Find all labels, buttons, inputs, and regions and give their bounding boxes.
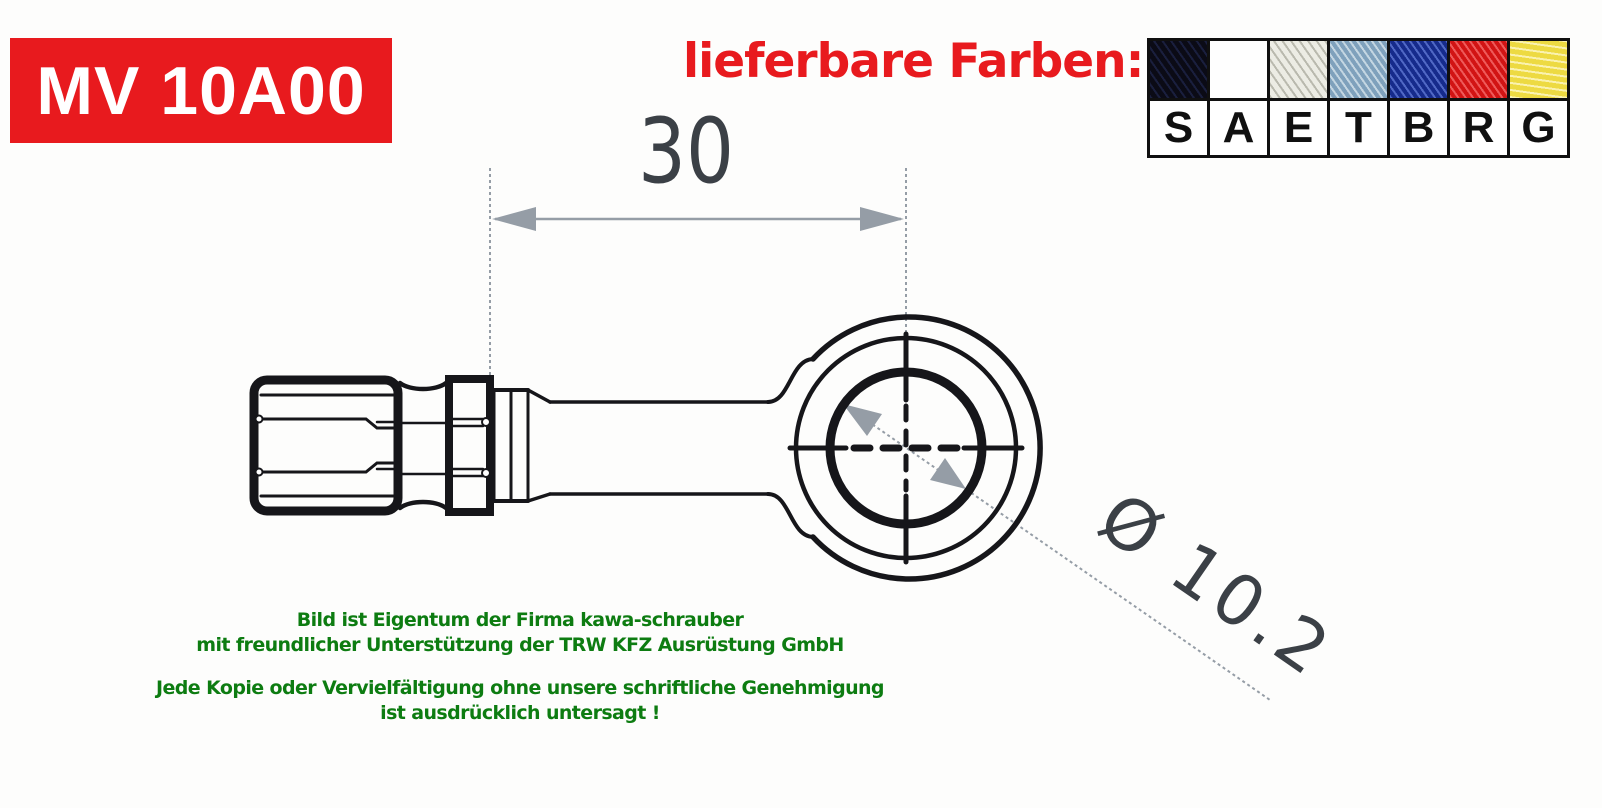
fitting-neck — [548, 357, 815, 539]
diameter-arrow-lower — [930, 458, 966, 489]
fitting-socket — [249, 375, 403, 516]
color-code-A: A — [1210, 101, 1267, 155]
copyright-line: ist ausdrücklich untersagt ! — [380, 702, 660, 724]
color-swatch-row — [1150, 41, 1567, 98]
copyright-line: Jede Kopie oder Vervielfältigung ohne un… — [156, 677, 884, 699]
fitting-groove — [397, 380, 449, 392]
diameter-dimension — [842, 403, 1271, 701]
color-swatch-G — [1510, 41, 1567, 98]
color-code-R: R — [1450, 101, 1507, 155]
color-swatch-S — [1150, 41, 1207, 98]
color-code-T: T — [1330, 101, 1387, 155]
color-swatch-A — [1210, 41, 1267, 98]
copyright-line: mit freundlicher Unterstützung der TRW K… — [196, 634, 844, 656]
color-swatch-R — [1450, 41, 1507, 98]
color-code-S: S — [1150, 101, 1207, 155]
color-swatch-E — [1270, 41, 1327, 98]
diameter-arrow-upper — [843, 404, 882, 436]
color-code-G: G — [1510, 101, 1567, 155]
dimension-arrow-left — [492, 207, 536, 231]
available-colors-title: lieferbare Farben: — [683, 34, 1144, 89]
fitting-collar — [489, 388, 552, 503]
length-dimension-value: 30 — [638, 99, 734, 204]
color-code-B: B — [1390, 101, 1447, 155]
dimension-arrow-right — [860, 207, 904, 231]
color-code-E: E — [1270, 101, 1327, 155]
part-number-label: MV 10A00 — [10, 38, 392, 143]
banjo-eye-outer — [810, 314, 1043, 582]
color-swatch-T — [1330, 41, 1387, 98]
copyright-notice: Bild ist Eigentum der Firma kawa-schraub… — [20, 608, 1020, 726]
color-swatch-B — [1390, 41, 1447, 98]
copyright-spacer — [20, 658, 1020, 676]
copyright-line: Bild ist Eigentum der Firma kawa-schraub… — [296, 609, 744, 631]
center-lines — [787, 331, 1025, 565]
banjo-fitting-outline — [249, 314, 1043, 582]
length-dimension — [489, 168, 907, 389]
diameter-leader-line — [842, 403, 1271, 701]
fitting-nut — [445, 375, 494, 516]
bore-diameter-value: Ø 10.2 — [1084, 477, 1347, 694]
